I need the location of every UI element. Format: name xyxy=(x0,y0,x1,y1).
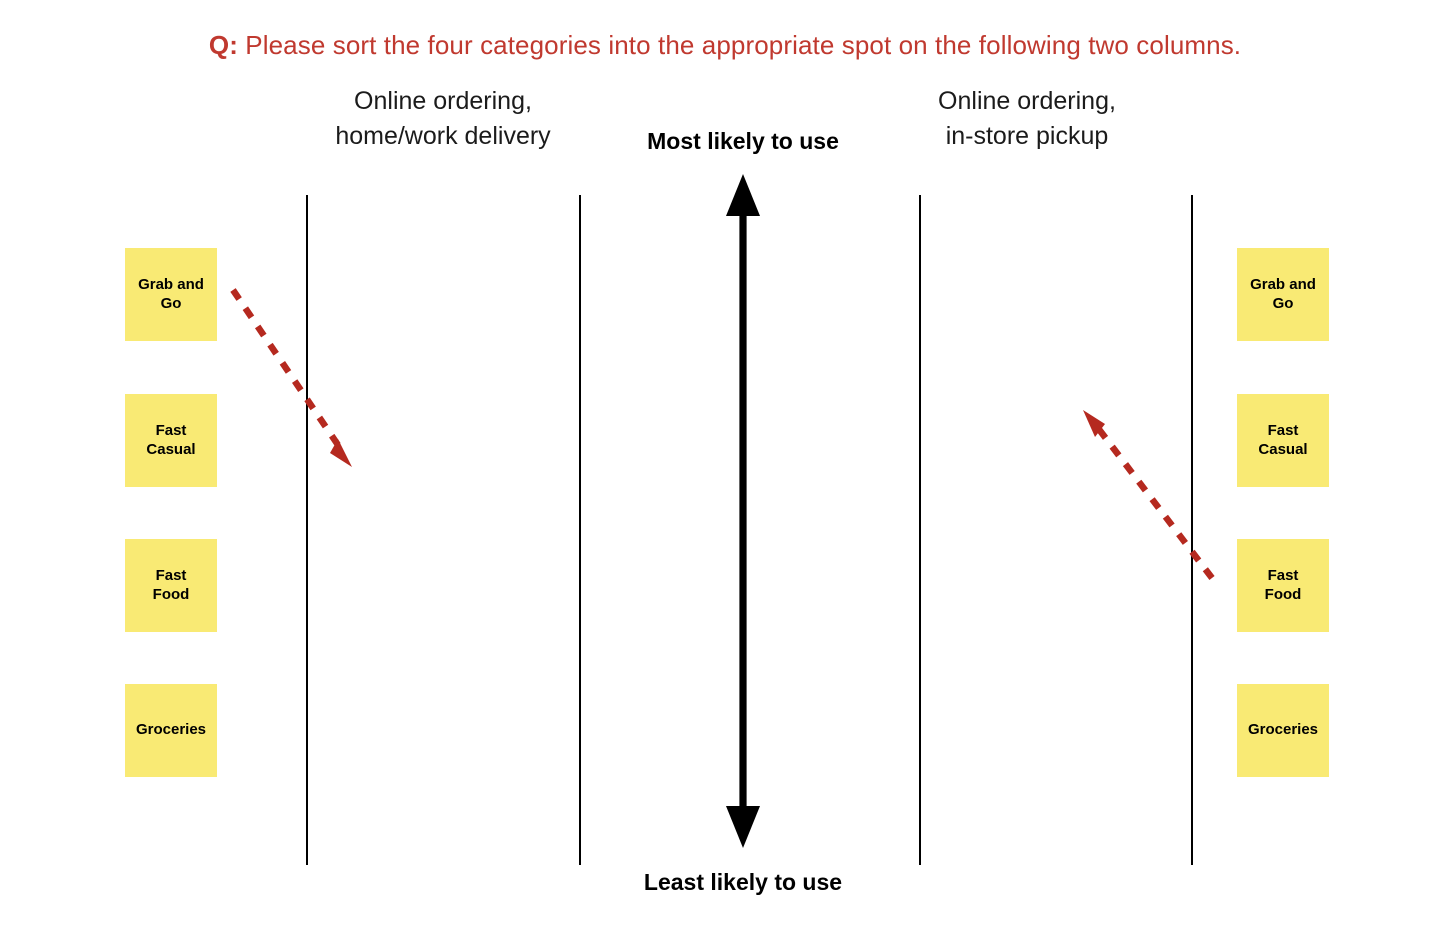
page-title: Q: Please sort the four categories into … xyxy=(0,30,1450,61)
pointer-arrow-right-icon xyxy=(1083,410,1215,580)
column-header-left: Online ordering, home/work delivery xyxy=(293,84,593,153)
divider-line-1 xyxy=(306,195,308,865)
pointer-arrow-left-icon xyxy=(230,288,352,467)
divider-line-3 xyxy=(919,195,921,865)
divider-line-2 xyxy=(579,195,581,865)
column-header-right-line2: in-store pickup xyxy=(945,121,1109,150)
column-header-left-line1: Online ordering, xyxy=(354,87,532,115)
question-text: Please sort the four categories into the… xyxy=(245,30,1242,60)
card-label: Groceries xyxy=(1247,721,1319,739)
column-header-right: Online ordering, in-store pickup xyxy=(877,84,1177,153)
card-left-groceries[interactable]: Groceries xyxy=(125,684,217,777)
likelihood-axis-double-arrow-icon xyxy=(726,174,760,848)
scale-bottom-label: Least likely to use xyxy=(643,869,843,895)
column-header-left-line2: home/work delivery xyxy=(335,121,551,150)
question-prefix: Q: xyxy=(208,30,238,60)
card-label: Groceries xyxy=(135,721,207,739)
divider-line-4 xyxy=(1191,195,1193,865)
column-header-right-line1: Online ordering, xyxy=(938,87,1116,115)
scale-top-label: Most likely to use xyxy=(647,128,839,154)
card-right-groceries[interactable]: Groceries xyxy=(1237,684,1329,777)
